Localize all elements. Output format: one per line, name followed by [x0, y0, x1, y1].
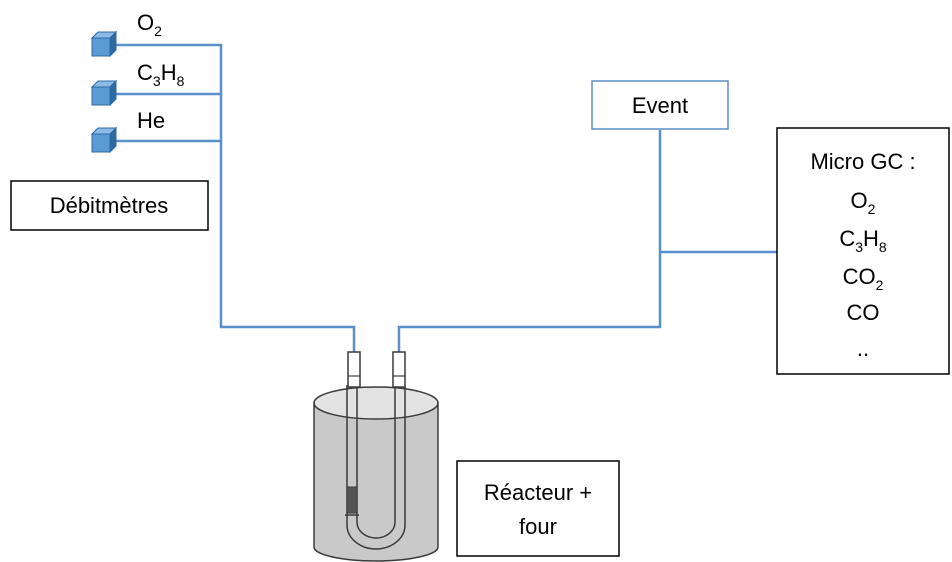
- micro-gc-title: Micro GC :: [810, 149, 915, 174]
- catalyst-bed: [346, 486, 358, 514]
- flowmeter-icon: [90, 79, 118, 107]
- micro-gc-box: [776, 127, 950, 375]
- flowmeters-label: Débitmètres: [50, 193, 169, 218]
- micro-gc-item-co: CO: [847, 300, 880, 325]
- inlet-fitting: [347, 351, 361, 388]
- reactor-label-box: [456, 460, 620, 557]
- flowmeter-icon: [90, 126, 118, 154]
- u-tube-inner: [356, 385, 396, 539]
- gas-label-o2: O2: [137, 10, 162, 39]
- micro-gc-item-co2: CO2: [843, 264, 884, 293]
- flowmeters: [90, 30, 118, 154]
- furnace-body: [313, 402, 439, 562]
- pipe-reactor-outlet: [397, 130, 662, 352]
- reactor-label-line2: four: [519, 514, 557, 539]
- outlet-fitting: [392, 351, 406, 388]
- gas-label-he: He: [137, 108, 165, 133]
- pipe-feed-to-reactor: [219, 44, 356, 352]
- gas-label-c3h8: C3H8: [137, 60, 185, 89]
- event-box: [591, 80, 729, 130]
- micro-gc-item-c3h8: C3H8: [839, 226, 887, 255]
- pipe-network: [116, 43, 777, 352]
- u-tube-outer: [346, 385, 406, 550]
- micro-gc-item-o2: O2: [851, 188, 876, 217]
- flowmeter-icon: [90, 30, 118, 58]
- reactor-icon: [313, 351, 439, 562]
- furnace-top: [313, 386, 439, 420]
- flowmeters-label-box: [10, 180, 209, 231]
- micro-gc-item-more: ..: [857, 336, 869, 361]
- reactor-label-line1: Réacteur +: [484, 480, 592, 505]
- event-label: Event: [632, 93, 688, 118]
